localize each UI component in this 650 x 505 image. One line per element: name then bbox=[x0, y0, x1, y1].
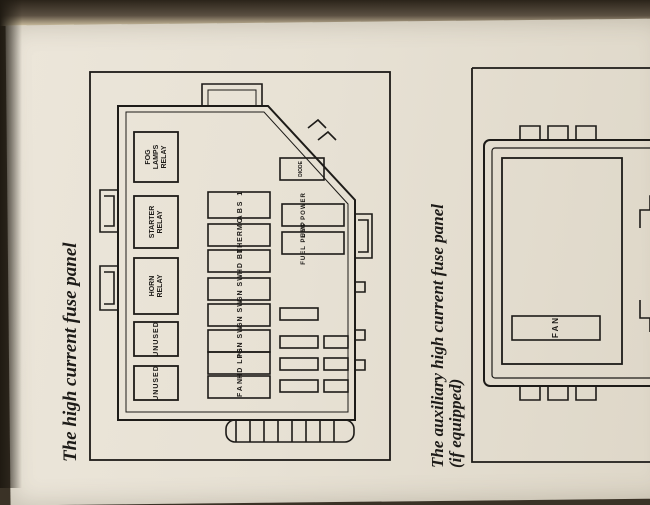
fuse-ign-sw-1-label: IGN SW bbox=[237, 273, 244, 305]
high-current-fuse-panel bbox=[89, 71, 391, 461]
fuse-ign-sw-3-label: IGN SW bbox=[237, 325, 244, 357]
fuse-abs-label: ABS 1 bbox=[237, 190, 244, 221]
fuse-hd-lps-label: HD LPS bbox=[237, 347, 244, 379]
fuse-hdbl-label: HD BL bbox=[237, 248, 244, 274]
fog-lamps-relay-label-3: RELAY bbox=[161, 145, 168, 168]
starter-relay-label-1: STARTER bbox=[149, 206, 156, 239]
fog-lamps-relay-label-1: FOG bbox=[145, 149, 152, 165]
fuse-ign-sw-2-label: IGN SW bbox=[237, 299, 244, 331]
diode-label: DIODE bbox=[298, 160, 304, 177]
starter-relay-label-2: RELAY bbox=[157, 210, 164, 233]
fuse-eec-power-label: EEC POWER bbox=[301, 192, 307, 238]
unused-slot-1-label: UNUSED bbox=[153, 321, 160, 357]
fuse-fan-label: FAN bbox=[237, 377, 244, 397]
fuse-labels: ABS 1 THERMO HD BL IGN SW IGN SW IGN SW … bbox=[237, 160, 307, 397]
fuse-fuel-pump-label: FUEL PUMP bbox=[301, 221, 307, 265]
relay-labels: FOG LAMPS RELAY STARTER RELAY HORN RELAY… bbox=[145, 144, 168, 400]
fog-lamps-relay-label-2: LAMPS bbox=[153, 144, 160, 169]
fuse-panel-diagrams: FOG LAMPS RELAY STARTER RELAY HORN RELAY… bbox=[89, 67, 650, 463]
auxiliary-fuse-panel bbox=[471, 67, 650, 463]
aux-fan-fuse-label: FAN bbox=[551, 316, 560, 338]
horn-relay-label-2: RELAY bbox=[157, 274, 164, 297]
page-gutter-shadow bbox=[0, 0, 22, 488]
unused-slot-2-label: UNUSED bbox=[153, 365, 160, 401]
horn-relay-label-1: HORN bbox=[149, 276, 156, 297]
fuse-thermo-label: THERMO bbox=[237, 217, 244, 253]
